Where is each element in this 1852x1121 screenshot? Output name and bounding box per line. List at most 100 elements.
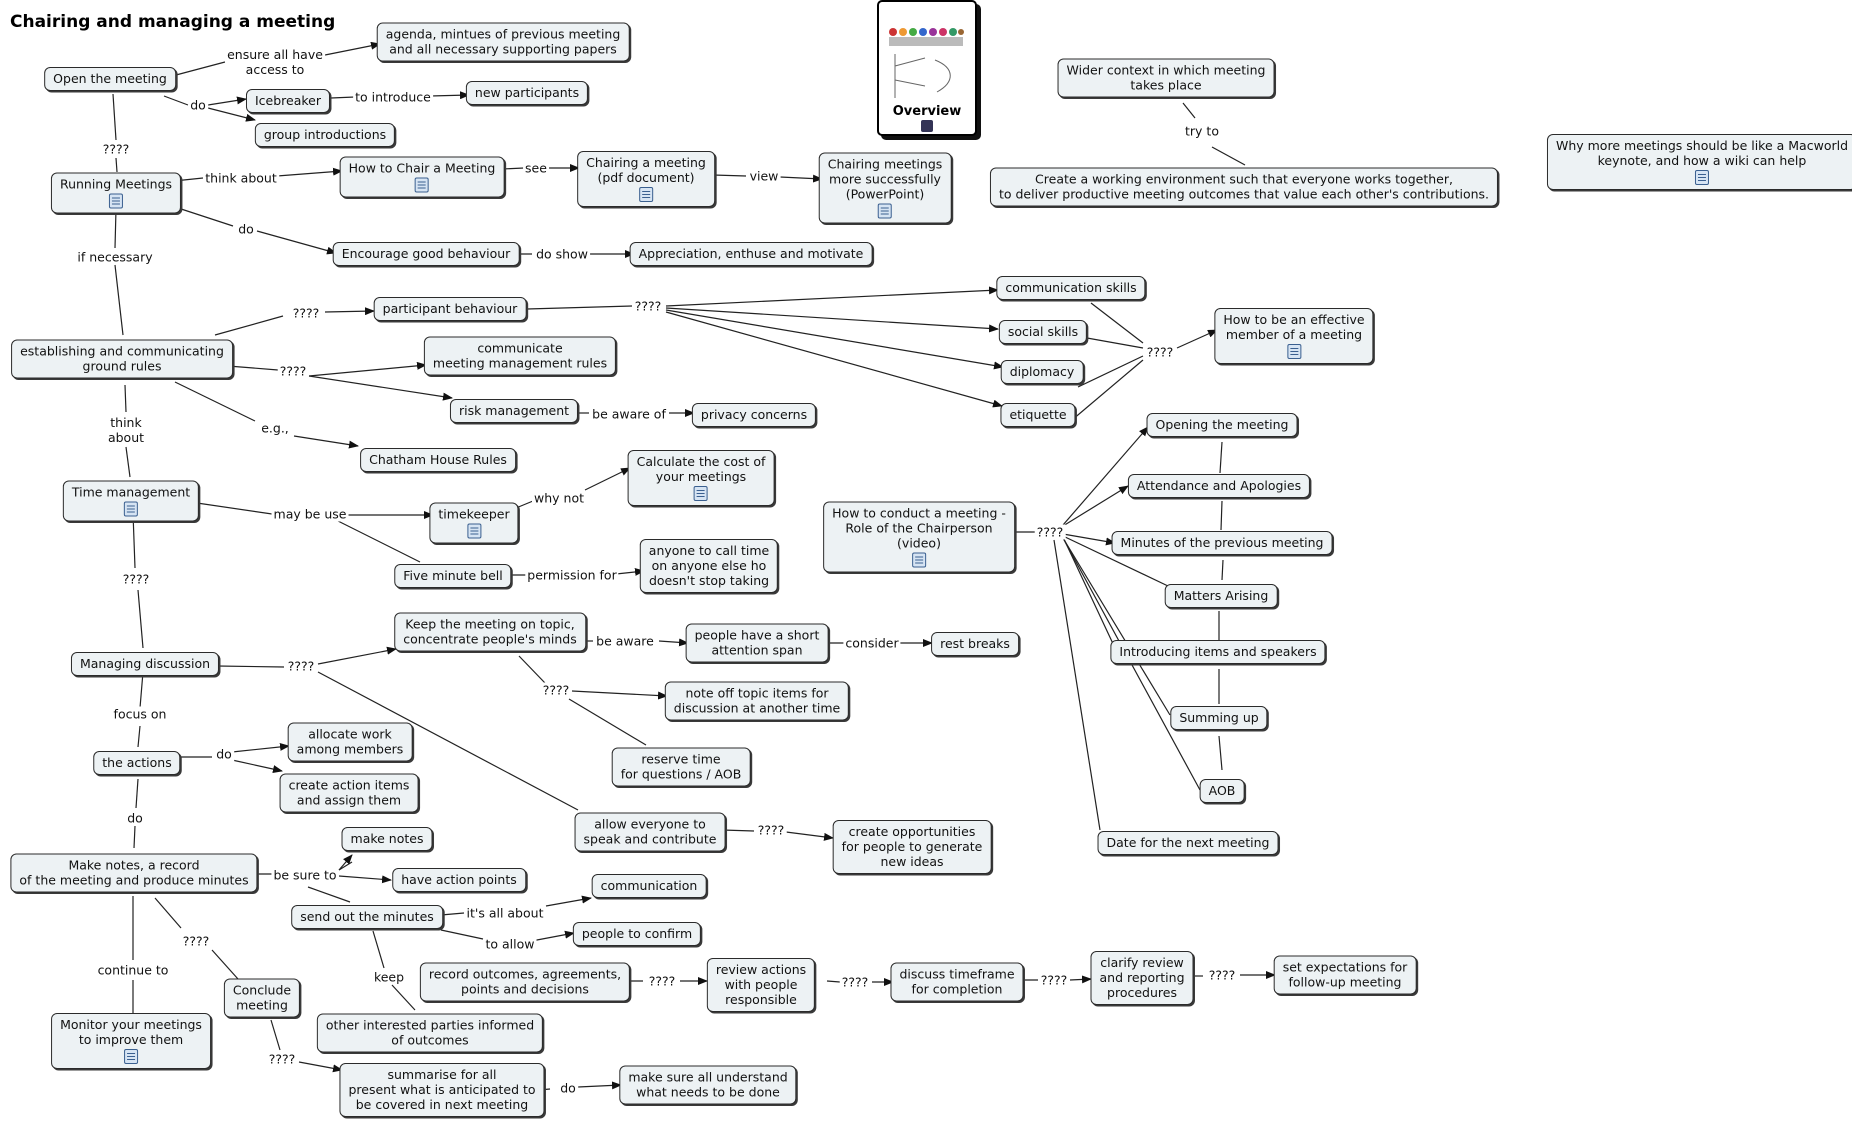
link-label-be-sure-to: be sure to — [271, 867, 339, 883]
node-managing-discussion[interactable]: Managing discussion — [70, 652, 220, 676]
overview-image[interactable]: Overview — [877, 0, 977, 136]
node-communicate-rules[interactable]: communicate meeting management rules — [423, 336, 617, 376]
node-allow-everyone[interactable]: allow everyone to speak and contribute — [574, 812, 726, 852]
node-privacy-concerns[interactable]: privacy concerns — [691, 403, 817, 427]
node-wider-context[interactable]: Wider context in which meeting takes pla… — [1057, 58, 1275, 98]
node-calculate-cost[interactable]: Calculate the cost of your meetings — [627, 450, 775, 506]
document-icon[interactable] — [693, 486, 708, 501]
node-conclude-meeting[interactable]: Conclude meeting — [223, 978, 301, 1018]
node-introducing-items[interactable]: Introducing items and speakers — [1110, 640, 1326, 664]
node-people-confirm[interactable]: people to confirm — [572, 922, 702, 946]
node-diplomacy[interactable]: diplomacy — [1000, 360, 1084, 384]
node-communication-skills[interactable]: communication skills — [996, 276, 1146, 300]
node-allocate-work[interactable]: allocate work among members — [287, 722, 413, 762]
node-action-points[interactable]: have action points — [392, 868, 526, 892]
link-icon[interactable] — [921, 120, 933, 132]
link-label-consider: consider — [843, 635, 901, 651]
node-make-record[interactable]: Make notes, a record of the meeting and … — [10, 853, 258, 893]
document-icon[interactable] — [912, 552, 926, 568]
node-set-expectations[interactable]: set expectations for follow-up meeting — [1273, 955, 1417, 995]
node-encourage-behaviour[interactable]: Encourage good behaviour — [332, 242, 520, 266]
document-icon[interactable] — [878, 203, 892, 219]
node-label: Why more meetings should be like a Macwo… — [1555, 138, 1849, 168]
node-attendance[interactable]: Attendance and Apologies — [1127, 474, 1311, 498]
node-rest-breaks[interactable]: rest breaks — [931, 632, 1019, 656]
node-five-minute-bell[interactable]: Five minute bell — [394, 564, 512, 588]
document-icon[interactable] — [639, 187, 653, 202]
node-chairing-ppt[interactable]: Chairing meetings more successfully (Pow… — [818, 152, 952, 224]
node-date-next[interactable]: Date for the next meeting — [1097, 831, 1279, 855]
node-summarise[interactable]: summarise for all present what is antici… — [339, 1063, 545, 1117]
node-other-parties[interactable]: other interested parties informed of out… — [316, 1013, 544, 1053]
node-effective-member[interactable]: How to be an effective member of a meeti… — [1214, 308, 1374, 364]
node-create-opportunities[interactable]: create opportunities for people to gener… — [832, 820, 992, 874]
node-review-actions[interactable]: review actions with people responsible — [706, 958, 816, 1012]
node-the-actions[interactable]: the actions — [93, 751, 181, 775]
node-label: How to conduct a meeting - Role of the C… — [832, 505, 1006, 551]
node-keep-on-topic[interactable]: Keep the meeting on topic, concentrate p… — [394, 612, 586, 652]
document-icon[interactable] — [1287, 344, 1301, 359]
node-ground-rules[interactable]: establishing and communicating ground ru… — [11, 339, 233, 379]
node-discuss-timeframe[interactable]: discuss timeframe for completion — [890, 962, 1024, 1002]
link-label-unknown: ???? — [1034, 524, 1066, 540]
node-minutes-previous[interactable]: Minutes of the previous meeting — [1111, 531, 1333, 555]
node-etiquette[interactable]: etiquette — [1000, 403, 1076, 427]
node-reserve-time[interactable]: reserve time for questions / AOB — [611, 747, 751, 787]
node-off-topic[interactable]: note off topic items for discussion at a… — [664, 681, 850, 721]
link-label-unknown: ???? — [285, 658, 317, 674]
node-aob[interactable]: AOB — [1199, 779, 1245, 803]
node-social-skills[interactable]: social skills — [998, 320, 1088, 344]
document-icon[interactable] — [467, 523, 481, 539]
node-participant-behaviour[interactable]: participant behaviour — [373, 297, 527, 321]
document-icon[interactable] — [414, 177, 429, 193]
link-label-view: view — [747, 168, 781, 184]
node-time-management[interactable]: Time management — [62, 480, 200, 522]
node-label: Calculate the cost of your meetings — [636, 454, 766, 484]
link-label-its-all-about: it's all about — [464, 905, 546, 921]
link-label-if-necessary: if necessary — [75, 249, 155, 265]
link-label-unknown: ???? — [1038, 972, 1070, 988]
node-open-meeting[interactable]: Open the meeting — [44, 67, 176, 91]
node-label: Chairing meetings more successfully (Pow… — [827, 156, 943, 202]
node-group-introductions[interactable]: group introductions — [254, 123, 396, 147]
node-send-minutes[interactable]: send out the minutes — [291, 905, 443, 929]
link-label-eg: e.g., — [259, 420, 291, 436]
page-title: Chairing and managing a meeting — [10, 12, 336, 32]
node-summing-up[interactable]: Summing up — [1170, 706, 1268, 730]
node-record-outcomes[interactable]: record outcomes, agreements, points and … — [419, 962, 631, 1002]
node-communication[interactable]: communication — [591, 874, 707, 898]
node-icebreaker[interactable]: Icebreaker — [245, 89, 331, 113]
node-monitor-meetings[interactable]: Monitor your meetings to improve them — [51, 1013, 211, 1069]
node-agenda[interactable]: agenda, mintues of previous meeting and … — [376, 22, 630, 62]
node-opening[interactable]: Opening the meeting — [1146, 413, 1298, 437]
node-call-time[interactable]: anyone to call time on anyone else ho do… — [639, 539, 779, 593]
node-make-notes[interactable]: make notes — [341, 827, 433, 851]
node-attention-span[interactable]: people have a short attention span — [685, 623, 829, 663]
node-make-sure[interactable]: make sure all understand what needs to b… — [619, 1065, 797, 1105]
people-illustration-icon — [889, 28, 964, 46]
node-working-environment[interactable]: Create a working environment such that e… — [989, 167, 1499, 207]
node-label: Monitor your meetings to improve them — [60, 1017, 202, 1047]
node-new-participants[interactable]: new participants — [465, 81, 589, 105]
node-risk-management[interactable]: risk management — [449, 399, 579, 423]
link-label-permission-for: permission for — [525, 567, 619, 583]
document-icon[interactable] — [124, 1049, 138, 1064]
node-how-to-chair[interactable]: How to Chair a Meeting — [339, 156, 505, 198]
node-timekeeper[interactable]: timekeeper — [429, 502, 519, 544]
node-chairing-pdf[interactable]: Chairing a meeting (pdf document) — [577, 151, 715, 207]
node-conduct-meeting-video[interactable]: How to conduct a meeting - Role of the C… — [823, 501, 1015, 573]
link-label-try-to: try to — [1183, 123, 1221, 139]
link-label-keep: keep — [371, 969, 407, 985]
node-appreciation[interactable]: Appreciation, enthuse and motivate — [629, 242, 873, 266]
node-macworld[interactable]: Why more meetings should be like a Macwo… — [1546, 134, 1852, 190]
node-clarify-review[interactable]: clarify review and reporting procedures — [1090, 951, 1194, 1005]
node-label: How to Chair a Meeting — [348, 160, 496, 176]
document-icon[interactable] — [108, 193, 123, 209]
document-icon[interactable] — [1694, 170, 1709, 185]
link-label-unknown: ???? — [1206, 967, 1238, 983]
node-matters-arising[interactable]: Matters Arising — [1164, 584, 1278, 608]
node-chatham-house[interactable]: Chatham House Rules — [360, 448, 516, 472]
node-create-action-items[interactable]: create action items and assign them — [279, 773, 419, 813]
document-icon[interactable] — [124, 501, 138, 517]
node-running-meetings[interactable]: Running Meetings — [50, 172, 182, 214]
